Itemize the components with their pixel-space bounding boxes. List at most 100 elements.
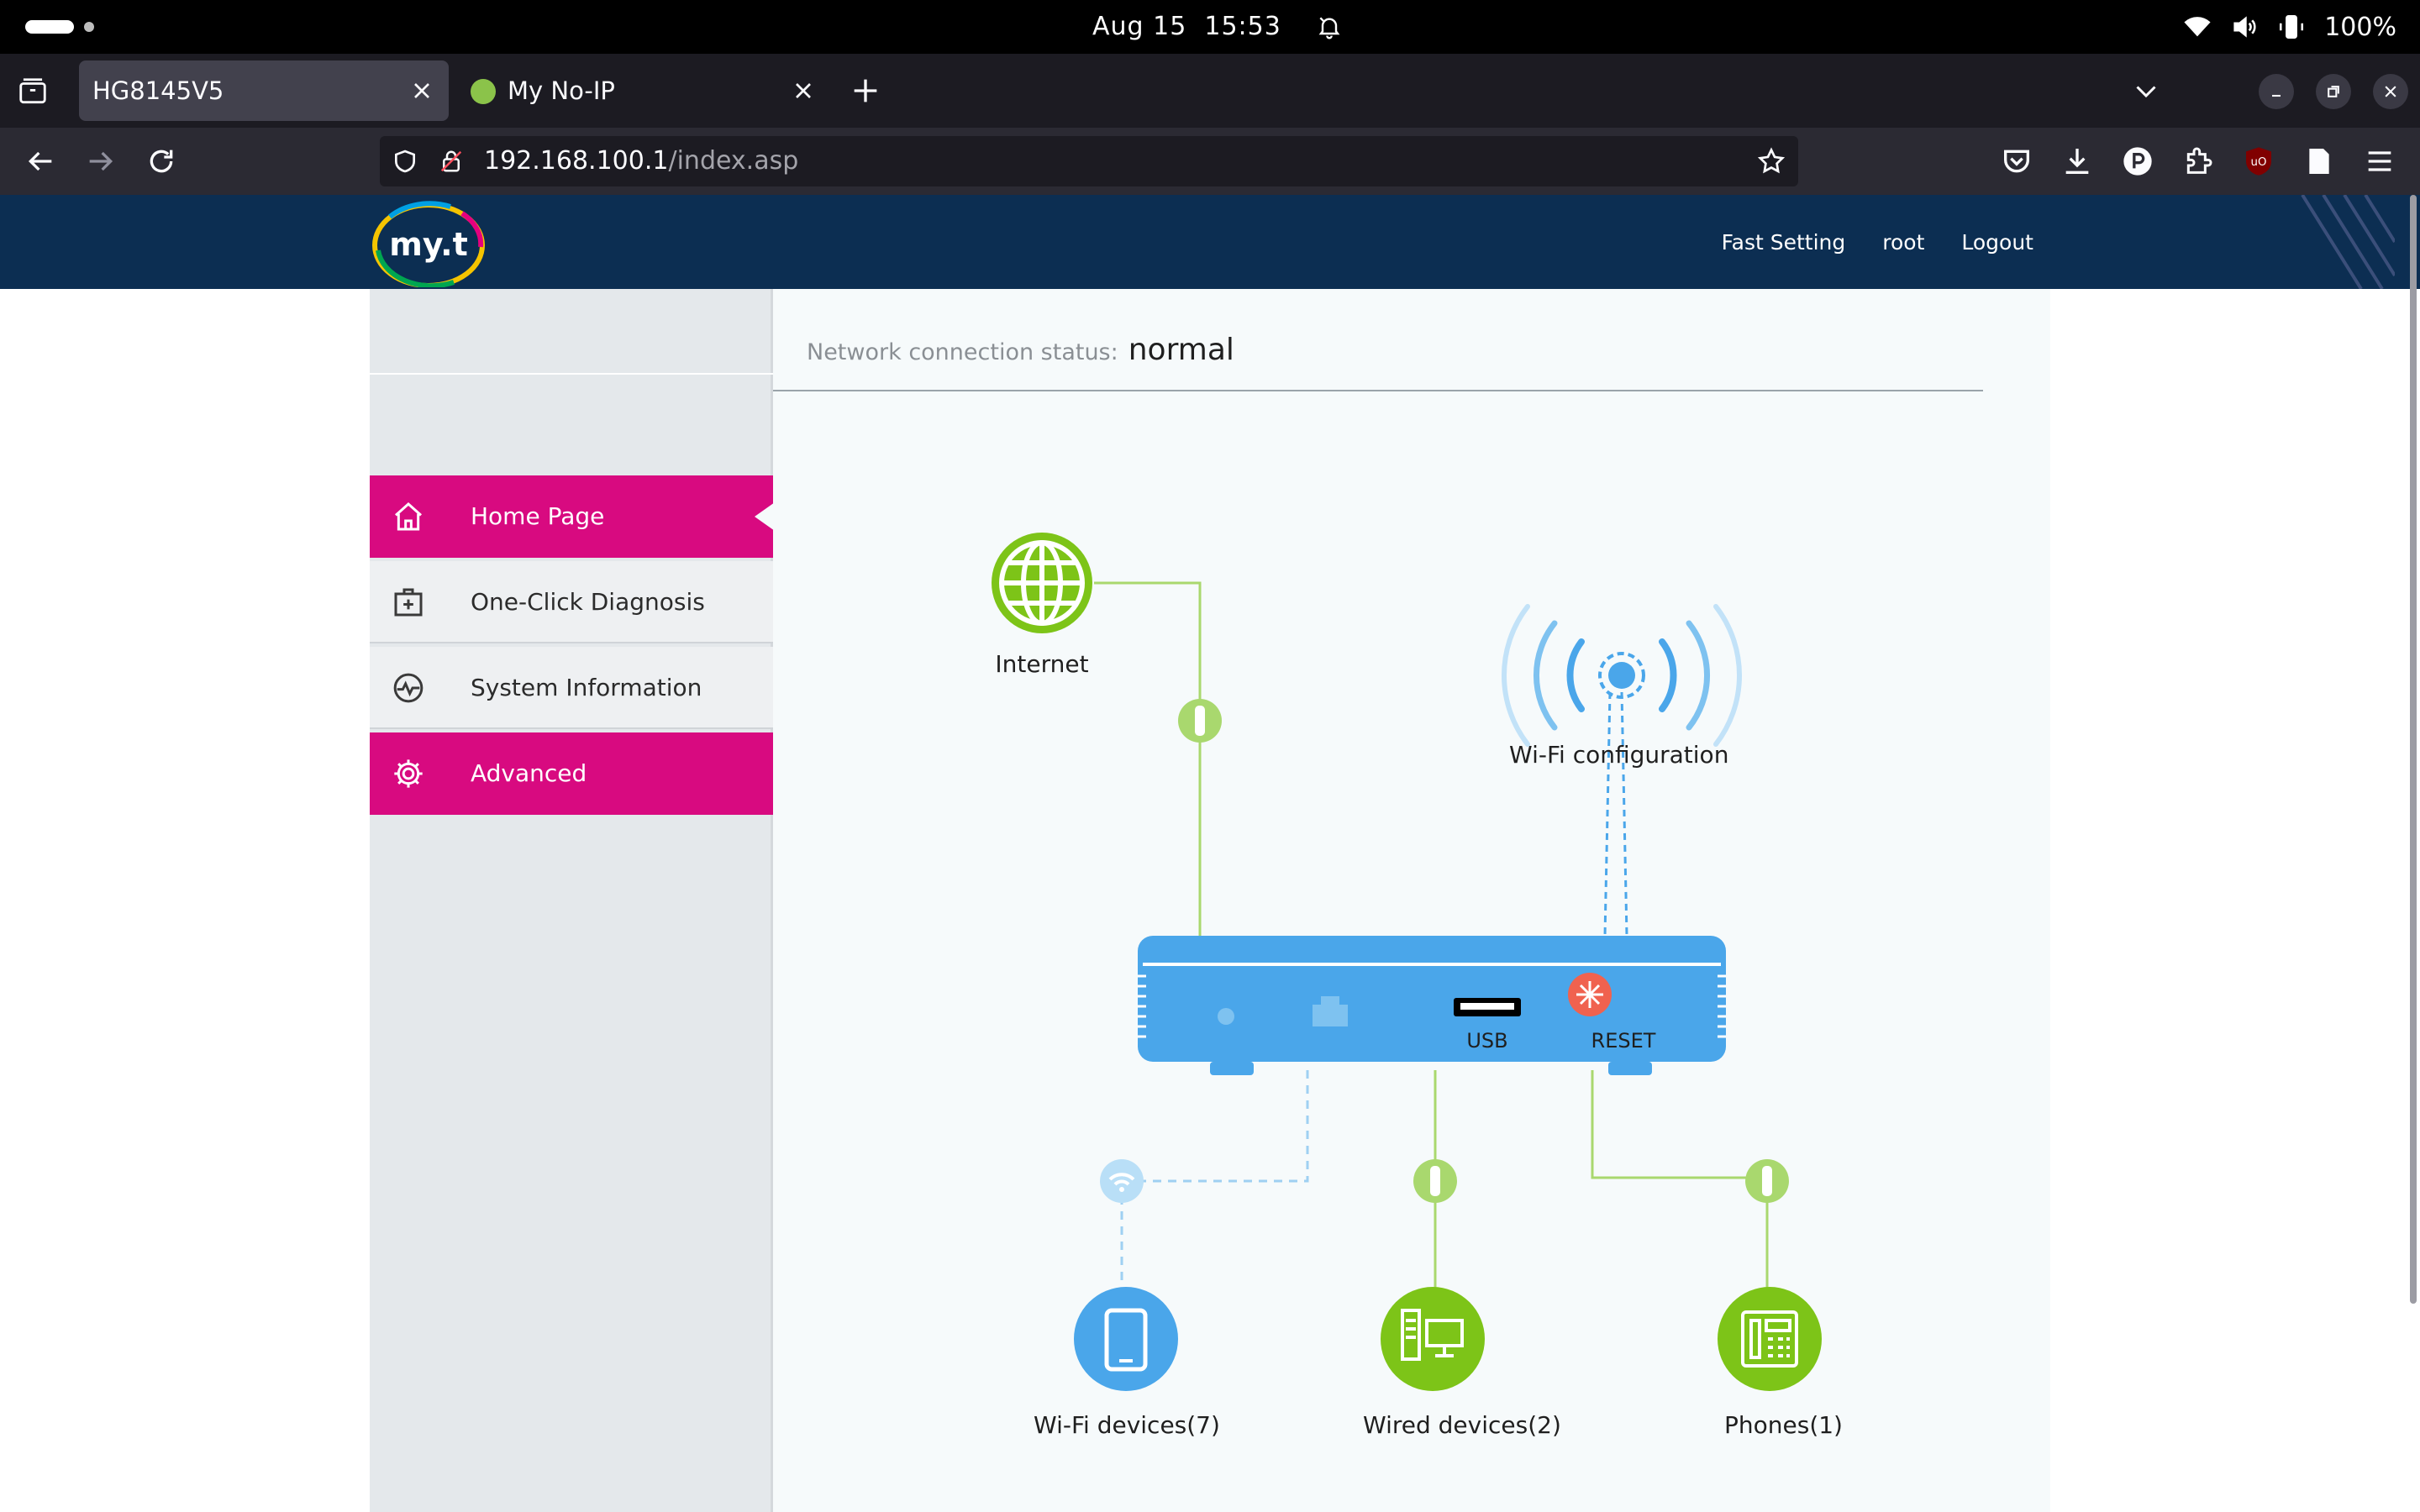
tab-title: HG8145V5 bbox=[92, 76, 224, 105]
header-nav: Fast Setting root Logout bbox=[1722, 195, 2033, 289]
fast-setting-link[interactable]: Fast Setting bbox=[1721, 229, 1846, 255]
first-aid-icon bbox=[394, 588, 423, 617]
status-divider bbox=[773, 390, 1983, 391]
logo-text: my.t bbox=[389, 226, 467, 263]
internet-connector-icon bbox=[1178, 699, 1222, 743]
header-stripes-decoration bbox=[2301, 195, 2395, 289]
sidebar-item-label: System Information bbox=[471, 674, 702, 701]
profile-p-icon[interactable] bbox=[2121, 144, 2154, 178]
wifi-devices-label[interactable]: Wi-Fi devices(7) bbox=[1034, 1411, 1220, 1439]
wired-devices-button[interactable] bbox=[1381, 1287, 1485, 1391]
browser-tab-strip: HG8145V5 My No-IP bbox=[0, 54, 2420, 128]
sidebar bbox=[370, 289, 773, 1512]
wired-devices-label[interactable]: Wired devices(2) bbox=[1363, 1411, 1561, 1439]
internet-label: Internet bbox=[995, 650, 1088, 678]
volume-icon bbox=[2233, 16, 2256, 38]
wired-connector-icon bbox=[1413, 1159, 1457, 1203]
wifi-icon bbox=[2184, 17, 2211, 37]
phone-icon bbox=[1741, 1310, 1798, 1368]
wifi-devices-button[interactable] bbox=[1074, 1287, 1178, 1391]
globe-icon[interactable] bbox=[992, 533, 1092, 633]
page-header: my.t Fast Setting root Logout bbox=[0, 195, 2420, 289]
user-root-link[interactable]: root bbox=[1882, 229, 1925, 255]
ethernet-port-icon bbox=[1313, 996, 1348, 1026]
url-path: /index.asp bbox=[668, 146, 799, 176]
sidebar-item-advanced[interactable]: Advanced bbox=[370, 732, 773, 815]
minimize-icon bbox=[2272, 94, 2281, 97]
wifi-devices-link bbox=[1120, 1070, 1309, 1280]
back-arrow-icon[interactable] bbox=[24, 144, 57, 178]
sidebar-item-label: Advanced bbox=[471, 759, 587, 787]
workspace-dot bbox=[84, 22, 94, 32]
restore-button[interactable] bbox=[2316, 74, 2351, 109]
close-tab-icon[interactable] bbox=[408, 77, 435, 104]
forward-arrow-icon[interactable] bbox=[84, 144, 118, 178]
close-tab-icon[interactable] bbox=[790, 77, 817, 104]
wifi-antenna-link bbox=[1603, 691, 1628, 937]
phones-button[interactable] bbox=[1718, 1287, 1822, 1391]
tab-title: My No-IP bbox=[508, 76, 615, 105]
usb-label: USB bbox=[1466, 1029, 1507, 1053]
sidebar-item-one-click-diagnosis[interactable]: One-Click Diagnosis bbox=[370, 561, 773, 643]
wifi-configuration-label[interactable]: Wi-Fi configuration bbox=[1509, 741, 1729, 769]
main-content: Network connection status: normal bbox=[773, 289, 2050, 1512]
url-bar[interactable]: 192.168.100.1/index.asp bbox=[380, 136, 1798, 186]
tab-my-no-ip[interactable]: My No-IP bbox=[460, 60, 830, 121]
tracking-shield-icon[interactable] bbox=[392, 148, 418, 175]
phone-connector-icon bbox=[1745, 1159, 1789, 1203]
reader-document-icon[interactable] bbox=[2302, 144, 2336, 178]
internet-link bbox=[1094, 581, 1202, 936]
os-status-bar: Aug 15 15:53 100% bbox=[0, 0, 2420, 54]
reload-icon[interactable] bbox=[145, 144, 178, 178]
wifi-signal-icon[interactable] bbox=[1502, 604, 1742, 747]
desktop-icon bbox=[1401, 1309, 1464, 1361]
gear-icon bbox=[394, 759, 423, 788]
sidebar-divider bbox=[370, 373, 773, 375]
tab-overview-icon[interactable] bbox=[17, 76, 49, 108]
browser-navbar: 192.168.100.1/index.asp uO bbox=[0, 128, 2420, 195]
logout-link[interactable]: Logout bbox=[1961, 229, 2033, 255]
sidebar-item-home-page[interactable]: Home Page bbox=[370, 475, 773, 558]
battery-icon bbox=[2280, 14, 2304, 39]
os-clock[interactable]: Aug 15 15:53 bbox=[1092, 0, 1281, 54]
page-scrollbar[interactable] bbox=[2410, 195, 2417, 1304]
ublock-shield-icon[interactable]: uO bbox=[2242, 144, 2275, 178]
battery-percent: 100% bbox=[2324, 12, 2396, 42]
new-tab-icon[interactable] bbox=[849, 74, 882, 108]
sidebar-item-label: Home Page bbox=[471, 502, 605, 530]
sidebar-item-system-information[interactable]: System Information bbox=[370, 647, 773, 729]
os-date: Aug 15 bbox=[1092, 12, 1187, 41]
bell-icon[interactable] bbox=[1316, 13, 1343, 40]
activities-indicator[interactable] bbox=[25, 20, 74, 34]
hamburger-menu-icon[interactable] bbox=[2363, 144, 2396, 178]
active-item-pointer bbox=[755, 502, 775, 531]
minimize-button[interactable] bbox=[2259, 74, 2294, 109]
phones-label[interactable]: Phones(1) bbox=[1724, 1411, 1843, 1439]
insecure-lock-icon[interactable] bbox=[439, 148, 464, 175]
chevron-down-icon[interactable] bbox=[2129, 76, 2163, 106]
url-text: 192.168.100.1/index.asp bbox=[484, 136, 798, 186]
download-icon[interactable] bbox=[2060, 144, 2094, 178]
reset-button-icon[interactable] bbox=[1568, 973, 1612, 1016]
pocket-icon[interactable] bbox=[2000, 144, 2033, 178]
tablet-icon bbox=[1104, 1308, 1148, 1372]
network-status: Network connection status: normal bbox=[807, 333, 1234, 370]
os-time: 15:53 bbox=[1204, 12, 1281, 41]
network-status-value: normal bbox=[1128, 333, 1234, 367]
system-tray[interactable]: 100% bbox=[2183, 0, 2396, 54]
wifi-connector-icon bbox=[1100, 1159, 1144, 1203]
router-web-page: my.t Fast Setting root Logout Home Page … bbox=[0, 195, 2420, 1512]
no-ip-favicon-icon bbox=[471, 79, 496, 104]
url-host: 192.168.100.1 bbox=[484, 146, 669, 176]
svg-text:uO: uO bbox=[2251, 156, 2267, 169]
tab-hg8145v5[interactable]: HG8145V5 bbox=[79, 60, 449, 121]
phones-link bbox=[1591, 1070, 1769, 1289]
restore-icon bbox=[2328, 86, 2339, 97]
myt-logo[interactable]: my.t bbox=[370, 200, 487, 287]
power-led-icon bbox=[1218, 1008, 1234, 1025]
extensions-icon[interactable] bbox=[2181, 144, 2215, 178]
network-status-label: Network connection status: bbox=[807, 339, 1118, 365]
sidebar-item-label: One-Click Diagnosis bbox=[471, 588, 705, 616]
bookmark-star-icon[interactable] bbox=[1756, 146, 1786, 176]
close-window-button[interactable] bbox=[2373, 74, 2408, 109]
